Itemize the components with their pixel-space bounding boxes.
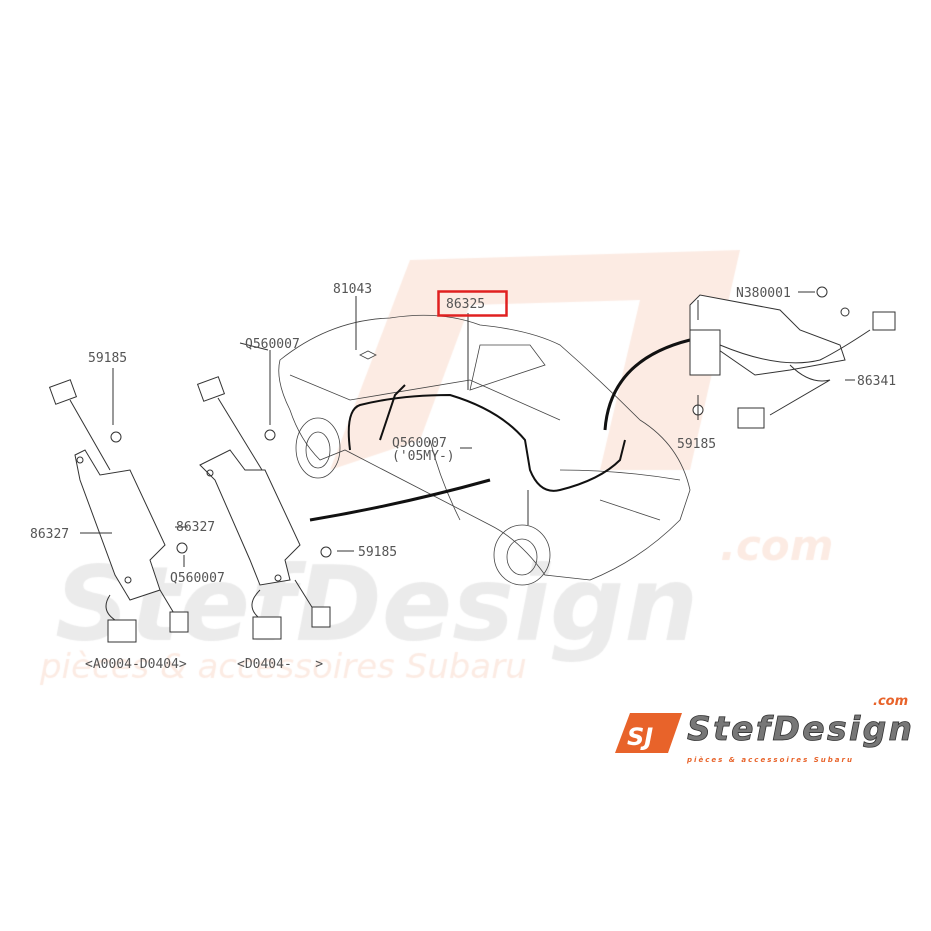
label-q560007-left[interactable]: Q560007 [170, 571, 225, 586]
logo-com: .com [873, 694, 908, 709]
stefdesign-logo: SJ StefDesign .com pièces & accessoires … [615, 694, 912, 764]
logo-mark [615, 713, 682, 753]
logo-tagline: pièces & accessoires Subaru [686, 756, 852, 764]
label-n380001[interactable]: N380001 [736, 286, 791, 301]
part-labels: 59185 86327 Q560007 <A0004-D0404> 86327 … [30, 282, 896, 672]
label-86327-mid[interactable]: 86327 [176, 520, 215, 535]
highlight-box [437, 290, 508, 317]
car-illustration [278, 314, 691, 586]
label-q560007-mid[interactable]: Q560007 [245, 337, 300, 352]
logo-brand: StefDesign [687, 709, 912, 748]
label-q560007-car[interactable]: Q560007 [392, 436, 447, 451]
rear-harness-right [689, 286, 896, 429]
label-86327-left[interactable]: 86327 [30, 527, 69, 542]
label-81043[interactable]: 81043 [333, 282, 372, 297]
antenna-amplifier-mid [196, 350, 354, 640]
label-86341[interactable]: 86341 [857, 374, 896, 389]
label-86325-highlighted[interactable]: 86325 [446, 297, 485, 312]
label-range-mid: <D0404- > [237, 657, 323, 672]
label-59185-left[interactable]: 59185 [88, 351, 127, 366]
logo-mark-text: SJ [627, 723, 653, 751]
label-59185-mid[interactable]: 59185 [358, 545, 397, 560]
label-05my-note: ('05MY-) [392, 449, 455, 464]
antenna-amplifier-left [48, 368, 189, 643]
label-range-left: <A0004-D0404> [85, 657, 187, 672]
label-59185-right[interactable]: 59185 [677, 437, 716, 452]
